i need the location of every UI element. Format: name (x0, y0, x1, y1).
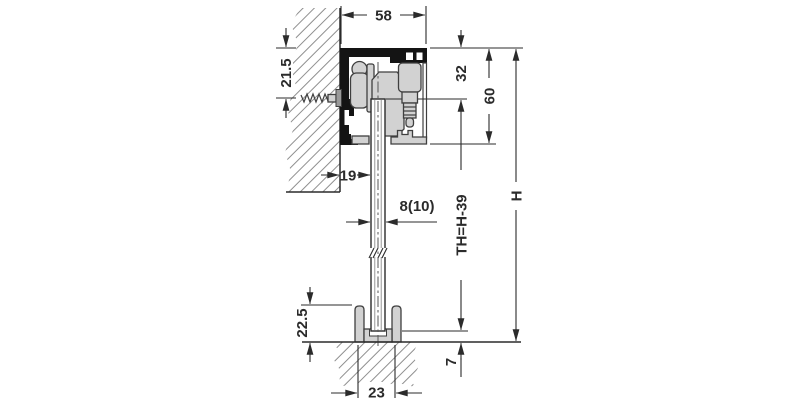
dim-label-22-5: 22.5 (294, 308, 311, 337)
dim-floor-channel-width: 23 (331, 345, 422, 400)
dim-track-height: 60 (482, 48, 499, 144)
dim-label-32: 32 (453, 65, 470, 82)
dim-label-21-5: 21.5 (278, 58, 295, 87)
suspension-bolt (397, 62, 422, 128)
dim-track-width: 58 (340, 6, 427, 44)
reference-lines (302, 47, 523, 343)
floor-section (331, 342, 418, 387)
dim-total-height: H (509, 48, 526, 342)
glass-panel (366, 62, 390, 348)
dim-glass-top-offset: 32 (453, 30, 470, 82)
dim-floor-guide-height: 22.5 (294, 287, 352, 362)
dim-label-8-10: 8(10) (399, 198, 434, 215)
dim-fixing-height: 21.5 (276, 28, 296, 118)
ceiling-track-profile (340, 48, 428, 145)
dim-bottom-clearance: 7 (443, 342, 465, 377)
dim-glass-thickness: 8(10) (346, 198, 437, 226)
dim-wall-to-glass: 19 (321, 168, 371, 185)
track-bottom-closure (351, 129, 428, 145)
dim-door-height: TH=H-39 (454, 99, 471, 331)
dim-label-23: 23 (368, 385, 385, 400)
dim-label-60: 60 (482, 88, 499, 105)
dim-label-7: 7 (443, 358, 460, 366)
fixing-screw (300, 89, 342, 107)
dim-label-19: 19 (340, 168, 357, 185)
dim-label-th: TH=H-39 (454, 194, 471, 255)
dim-label-58: 58 (375, 8, 392, 25)
dim-label-h: H (509, 191, 526, 202)
